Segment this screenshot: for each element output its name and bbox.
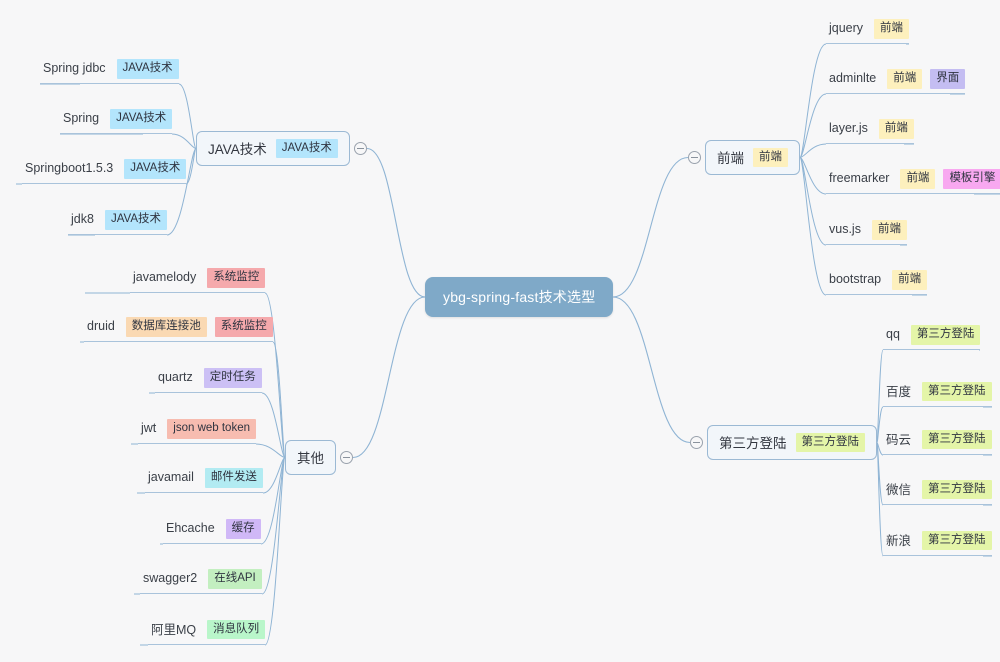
leaf-node-label: Ehcache	[166, 520, 215, 535]
node-tag: 定时任务	[203, 368, 262, 388]
node-tag: 缓存	[225, 519, 261, 539]
branch-node-label: 第三方登陆	[719, 436, 787, 451]
node-tag: 数据库连接池	[125, 317, 207, 337]
node-tag: 前端	[892, 270, 928, 290]
leaf-node-label: jwt	[141, 420, 157, 435]
collapse-toggle-frontend[interactable]	[688, 151, 701, 164]
leaf-node-label: freemarker	[829, 170, 890, 185]
branch-node-java-tech[interactable]: JAVA技术 JAVA技术	[196, 131, 350, 166]
branch-node-frontend[interactable]: 前端前端	[705, 140, 800, 175]
node-tag: 系统监控	[207, 268, 266, 288]
leaf-node-label: Spring	[63, 110, 100, 125]
leaf-node[interactable]: jquery 前端	[826, 19, 910, 44]
node-tag: JAVA技术	[110, 109, 173, 129]
node-tag: 第三方登陆	[922, 479, 992, 500]
leaf-node[interactable]: jdk8 JAVA技术	[68, 210, 167, 235]
node-tag: 第三方登陆	[795, 432, 865, 453]
node-tag: 第三方登陆	[922, 530, 992, 551]
collapse-toggle-java-tech[interactable]	[354, 142, 367, 155]
leaf-node[interactable]: Spring JAVA技术	[60, 109, 173, 134]
leaf-node-label: druid	[87, 318, 115, 333]
leaf-node[interactable]: 新浪第三方登陆	[883, 530, 992, 556]
leaf-node-label: jquery	[829, 20, 864, 35]
leaf-node[interactable]: javamelody 系统监控	[130, 268, 266, 293]
node-tag: 前端	[900, 169, 936, 189]
leaf-node[interactable]: 阿里MQ 消息队列	[148, 619, 266, 645]
node-tag: 界面	[930, 69, 966, 89]
node-tag: 前端	[878, 119, 914, 139]
branch-node-other[interactable]: 其他	[285, 440, 336, 475]
leaf-node[interactable]: quartz 定时任务	[155, 368, 262, 393]
node-tag: 第三方登陆	[922, 429, 992, 450]
branch-node-label: JAVA技术	[208, 142, 267, 157]
node-tag: 前端	[871, 220, 907, 240]
node-tag: json web token	[167, 419, 256, 439]
node-tag: 前端	[887, 69, 923, 89]
leaf-node[interactable]: swagger2 在线API	[140, 569, 262, 594]
leaf-node-label: javamelody	[133, 269, 197, 284]
node-tag: JAVA技术	[275, 138, 338, 159]
leaf-node[interactable]: vus.js 前端	[826, 220, 907, 245]
leaf-node-label: Spring jdbc	[43, 60, 106, 75]
leaf-node[interactable]: 百度第三方登陆	[883, 381, 992, 407]
leaf-node-label: qq	[886, 326, 900, 341]
leaf-node[interactable]: 微信第三方登陆	[883, 479, 992, 505]
node-tag: JAVA技术	[116, 59, 179, 79]
node-tag: 系统监控	[214, 317, 273, 337]
leaf-node-label: swagger2	[143, 570, 198, 585]
leaf-node[interactable]: druid 数据库连接池系统监控	[84, 317, 273, 342]
leaf-node[interactable]: freemarker 前端模板引擎	[826, 169, 1000, 194]
leaf-node[interactable]: layer.js 前端	[826, 119, 914, 144]
root-node-label: ybg-spring-fast技术选型	[443, 289, 596, 305]
leaf-node-label: Springboot1.5.3	[25, 160, 114, 175]
collapse-toggle-other[interactable]	[340, 451, 353, 464]
leaf-node[interactable]: bootstrap 前端	[826, 270, 928, 295]
node-tag: 前端	[874, 19, 910, 39]
leaf-node[interactable]: Ehcache 缓存	[163, 519, 261, 544]
leaf-node-label: javamail	[148, 469, 194, 484]
leaf-node-label: quartz	[158, 369, 193, 384]
leaf-node-label: 码云	[886, 433, 912, 447]
leaf-node[interactable]: Springboot1.5.3 JAVA技术	[22, 159, 187, 184]
leaf-node[interactable]: Spring jdbc JAVA技术	[40, 59, 179, 84]
leaf-node[interactable]: qq 第三方登陆	[883, 325, 981, 350]
node-tag: 模板引擎	[943, 169, 1000, 189]
leaf-node-label: 阿里MQ	[151, 623, 197, 637]
branch-node-third-party-login[interactable]: 第三方登陆第三方登陆	[707, 425, 877, 460]
root-node[interactable]: ybg-spring-fast技术选型	[425, 277, 614, 317]
leaf-node-label: adminlte	[829, 70, 877, 85]
leaf-node-label: 微信	[886, 483, 912, 497]
leaf-node[interactable]: 码云第三方登陆	[883, 429, 992, 455]
leaf-node-label: 新浪	[886, 534, 912, 548]
collapse-toggle-third-party-login[interactable]	[690, 436, 703, 449]
node-tag: 前端	[753, 147, 788, 168]
leaf-node-label: jdk8	[71, 211, 94, 226]
leaf-node[interactable]: adminlte 前端界面	[826, 69, 966, 94]
node-tag: 邮件发送	[204, 468, 263, 488]
leaf-node[interactable]: javamail 邮件发送	[145, 468, 263, 493]
branch-node-label: 前端	[717, 151, 744, 166]
node-tag: 第三方登陆	[922, 381, 992, 402]
leaf-node-label: 百度	[886, 385, 912, 399]
node-tag: 第三方登陆	[910, 325, 981, 345]
leaf-node-label: bootstrap	[829, 271, 882, 286]
leaf-node[interactable]: jwt json web token	[138, 419, 256, 444]
leaf-node-label: vus.js	[829, 221, 861, 236]
node-tag: JAVA技术	[124, 159, 187, 179]
branch-node-label: 其他	[297, 451, 324, 466]
node-tag: 在线API	[208, 569, 262, 589]
node-tag: 消息队列	[207, 619, 266, 640]
leaf-node-label: layer.js	[829, 120, 868, 135]
node-tag: JAVA技术	[104, 210, 167, 230]
